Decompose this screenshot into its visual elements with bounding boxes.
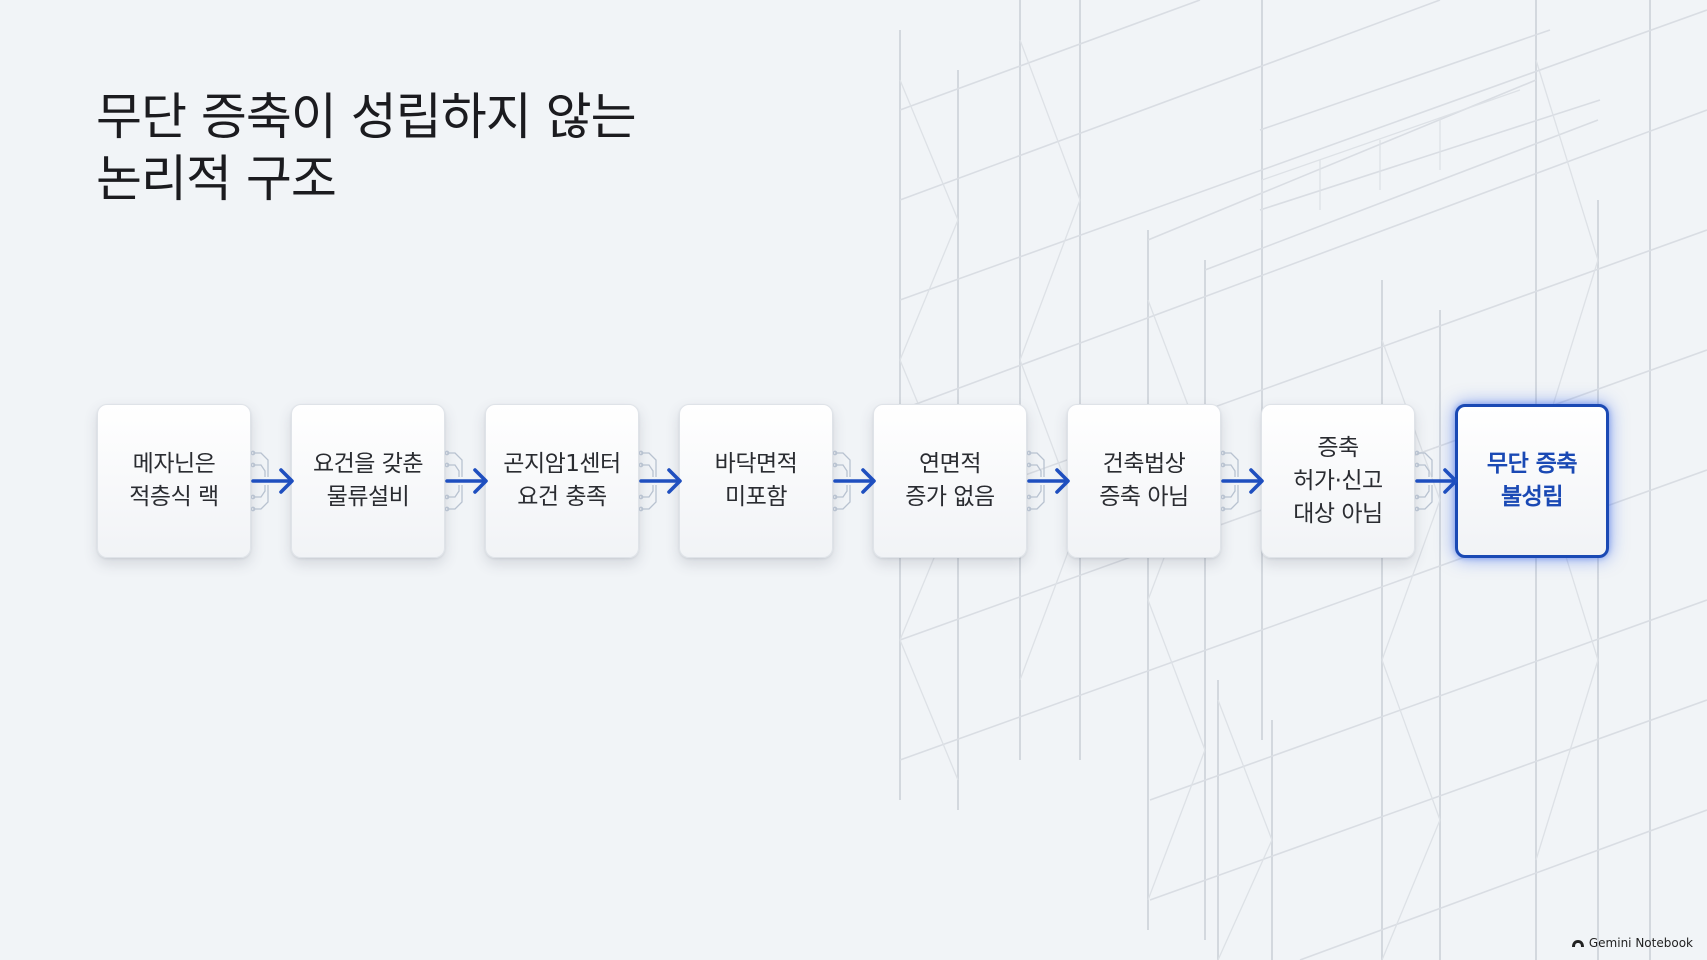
step-no-total-area-increase: 연면적 증가 없음 [873,404,1027,558]
step-label-final: 무단 증축 불성립 [1486,451,1578,510]
step-label: 증축 허가·신고 대상 아님 [1293,434,1383,527]
slide-title: 무단 증축이 성립하지 않는 논리적 구조 [96,86,896,210]
arrow-right-icon [639,450,682,512]
brand-watermark: Gemini Notebook [1571,936,1693,950]
step-label: 연면적 증가 없음 [905,451,995,510]
step-unauthorized-extension-not-established: 무단 증축 불성립 [1455,404,1609,558]
notebook-logo-icon [1571,939,1584,947]
step-floor-area-excluded: 바닥면적 미포함 [679,404,833,558]
step-label: 메자닌은 적층식 랙 [129,451,219,510]
arrow-right-icon [445,450,488,512]
arrow-right-icon [1221,450,1264,512]
step-requirements-met: 곤지암1센터 요건 충족 [485,404,639,558]
step-label: 요건을 갖춘 물류설비 [312,451,424,510]
arrow-right-icon [1027,450,1070,512]
step-logistics-equipment: 요건을 갖춘 물류설비 [291,404,445,558]
arrow-right-icon [833,450,876,512]
slide-title-line-2: 논리적 구조 [96,150,337,208]
step-label: 곤지암1센터 요건 충족 [503,451,621,510]
step-not-extension-by-law: 건축법상 증축 아님 [1067,404,1221,558]
step-label: 바닥면적 미포함 [714,451,798,510]
arrow-right-icon [251,450,294,512]
arrow-right-icon [1415,450,1458,512]
step-label: 건축법상 증축 아님 [1099,451,1189,510]
step-mezzanine-rack: 메자닌은 적층식 랙 [97,404,251,558]
step-no-permit-required: 증축 허가·신고 대상 아님 [1261,404,1415,558]
slide-title-line-1: 무단 증축이 성립하지 않는 [96,88,637,146]
brand-label: Gemini Notebook [1588,936,1693,950]
